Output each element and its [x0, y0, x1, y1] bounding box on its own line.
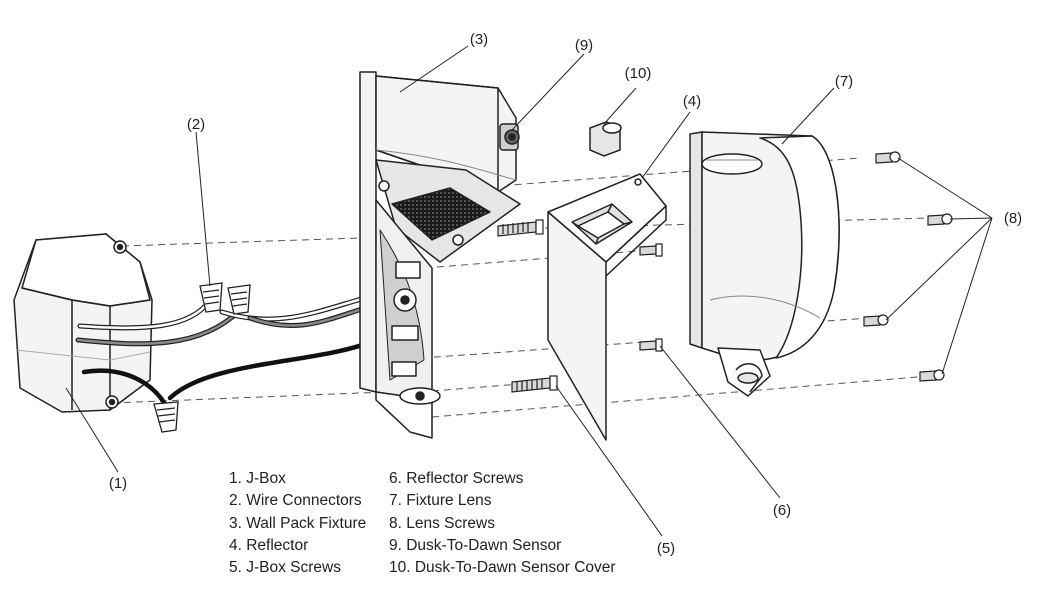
callout-1: (1) [109, 475, 127, 492]
j-box-screws [497, 219, 558, 393]
wire-connectors [153, 282, 251, 433]
callout-8: (8) [1004, 210, 1022, 227]
callout-5: (5) [657, 540, 675, 557]
dusk-to-dawn-sensor-cover [589, 121, 622, 157]
leader-lines [65, 45, 993, 537]
parts-legend-right: 6. Reflector Screws 7. Fixture Lens 8. L… [389, 468, 616, 579]
callout-7: (7) [835, 73, 853, 90]
legend-item: 2. Wire Connectors [229, 492, 362, 510]
legend-item: 5. J-Box Screws [229, 559, 341, 577]
legend-item: 6. Reflector Screws [389, 470, 524, 487]
callout-10: (10) [625, 65, 652, 82]
callout-4: (4) [683, 93, 701, 110]
reflector [547, 173, 667, 441]
j-box [13, 233, 153, 413]
callout-3: (3) [470, 31, 488, 48]
callout-6: (6) [773, 502, 791, 519]
callout-9: (9) [575, 37, 593, 54]
wires [75, 293, 379, 407]
legend-item: 7. Fixture Lens [389, 492, 492, 510]
dusk-to-dawn-sensor [499, 123, 520, 151]
fixture-lens [689, 131, 840, 397]
callout-2: (2) [187, 116, 205, 133]
reflector-screws [639, 243, 663, 352]
legend-item: 1. J-Box [229, 470, 286, 487]
legend-item: 8. Lens Screws [389, 514, 495, 532]
legend-item: 4. Reflector [229, 536, 309, 554]
legend-item: 9. Dusk-To-Dawn Sensor [389, 536, 562, 554]
legend-item: 3. Wall Pack Fixture [229, 514, 367, 532]
parts-legend-left: 1. J-Box 2. Wire Connectors 3. Wall Pack… [229, 468, 366, 579]
callout-labels: (1) (2) (3) (4) (5) (6) (7) (8) (9) (10) [109, 31, 1022, 557]
lens-screws [863, 151, 953, 382]
legend-item: 10. Dusk-To-Dawn Sensor Cover [389, 559, 616, 577]
wall-pack-fixture [359, 71, 521, 439]
